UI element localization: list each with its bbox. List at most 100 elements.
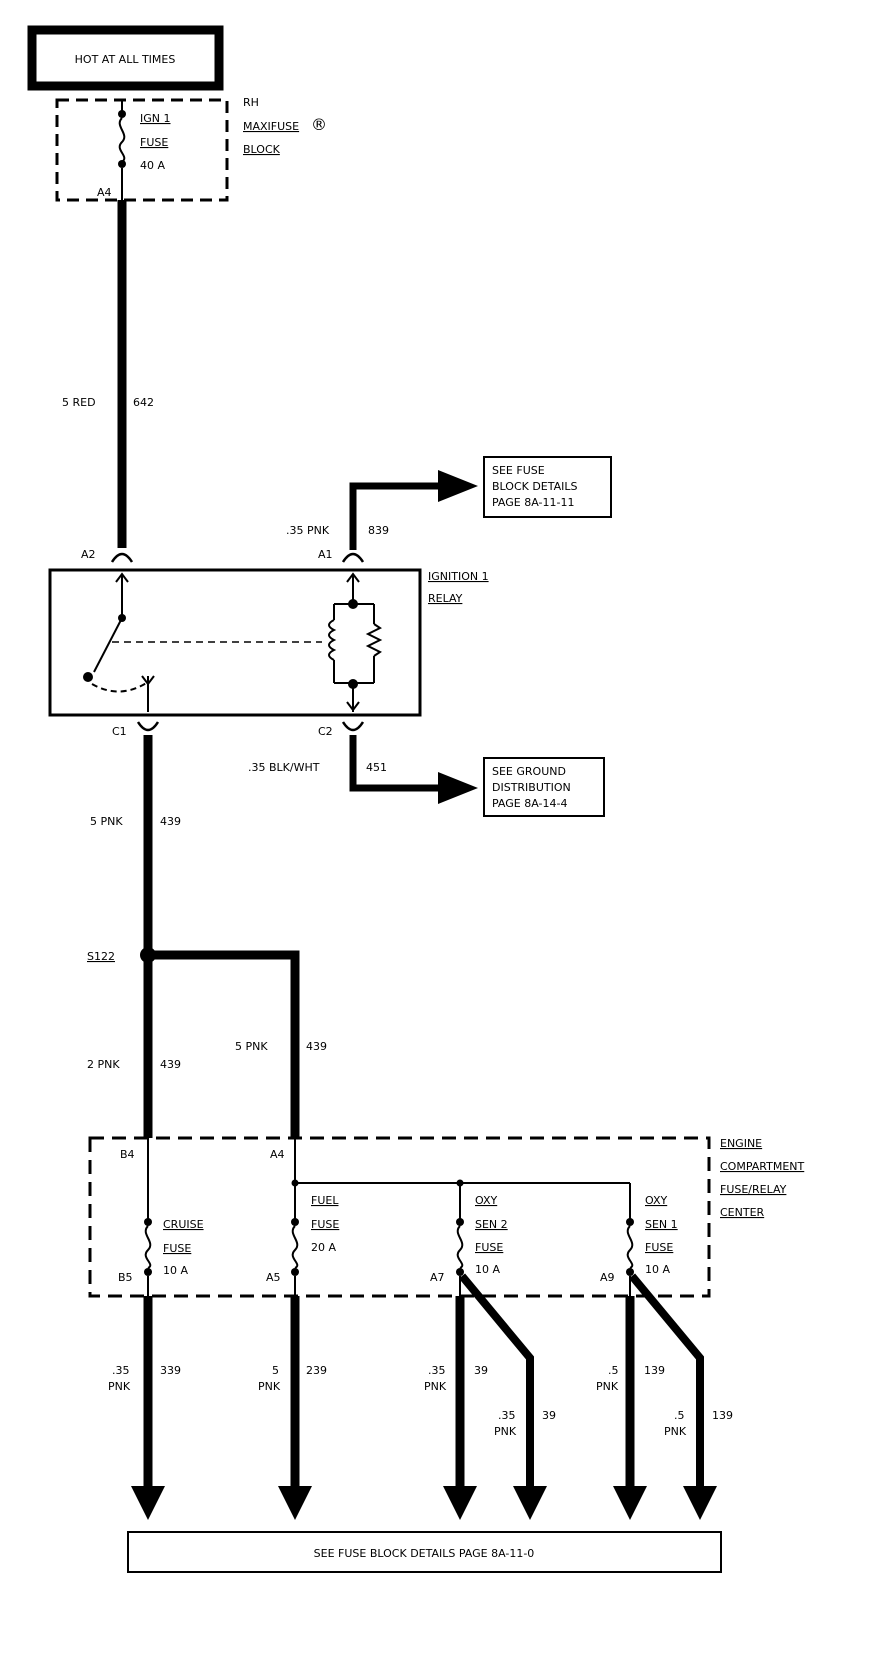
wire-642-circuit: 642 bbox=[133, 396, 154, 409]
relay-pin-c1: C1 bbox=[112, 725, 127, 738]
switch-travel bbox=[91, 681, 149, 693]
wire-439-left-circuit: 439 bbox=[160, 1058, 181, 1071]
fuel-fuse-name-2: FUSE bbox=[311, 1218, 339, 1231]
center-label-4: CENTER bbox=[720, 1206, 765, 1219]
ign1-fuse-name-2: FUSE bbox=[140, 136, 168, 149]
wire-642-gauge: 5 RED bbox=[62, 396, 96, 409]
connector-a2 bbox=[110, 552, 134, 563]
oxy-sen-1-fuse bbox=[626, 1218, 634, 1296]
relay-coil bbox=[328, 619, 337, 661]
ref-fuse-block-bottom bbox=[127, 1531, 722, 1573]
maxifuse-node-top bbox=[118, 110, 126, 118]
wire-139-b-circuit: 139 bbox=[712, 1409, 733, 1422]
oxy2-fuse-name-2: SEN 2 bbox=[475, 1218, 508, 1231]
wire-839-circuit: 839 bbox=[368, 524, 389, 537]
coil-arrow-up bbox=[346, 572, 360, 583]
wire-39-b-gauge-2: PNK bbox=[494, 1425, 517, 1438]
wire-439-top-circuit: 439 bbox=[160, 815, 181, 828]
engine-fuse-relay-center-outline bbox=[88, 1136, 711, 1298]
wire-239-circuit: 239 bbox=[306, 1364, 327, 1377]
ref-fuse-block-bottom-label: SEE FUSE BLOCK DETAILS PAGE 8A-11-0 bbox=[314, 1547, 535, 1560]
ref-ground-line-2: DISTRIBUTION bbox=[492, 781, 571, 794]
center-pin-b5: B5 bbox=[118, 1271, 133, 1284]
wire-139-b bbox=[628, 1273, 704, 1488]
switch-arm bbox=[93, 617, 123, 673]
connector-c1 bbox=[136, 721, 160, 732]
fuel-fuse-name-1: FUEL bbox=[311, 1194, 339, 1207]
switch-arrow-up bbox=[115, 572, 129, 583]
connector-c2 bbox=[341, 721, 365, 732]
center-label-3: FUSE/RELAY bbox=[720, 1183, 787, 1196]
coil-resistor bbox=[365, 623, 383, 657]
wire-451 bbox=[349, 735, 440, 792]
wire-139-a-gauge-1: .5 bbox=[608, 1364, 619, 1377]
splice-label: S122 bbox=[87, 950, 115, 963]
wire-239-gauge-1: 5 bbox=[272, 1364, 279, 1377]
oxy2-fuse-rating: 10 A bbox=[475, 1263, 500, 1276]
oxy-sen-2-fuse bbox=[456, 1218, 464, 1296]
wire-839-gauge: .35 PNK bbox=[286, 524, 330, 537]
oxy1-fuse-name-3: FUSE bbox=[645, 1241, 673, 1254]
ref-fuse-block-top-line-1: SEE FUSE bbox=[492, 464, 545, 477]
wire-39-a-gauge-2: PNK bbox=[424, 1380, 447, 1393]
wire-39-a-circuit: 39 bbox=[474, 1364, 488, 1377]
wire-339-gauge-2: PNK bbox=[108, 1380, 131, 1393]
wire-439-left-gauge: 2 PNK bbox=[87, 1058, 120, 1071]
cruise-fuse-rating: 10 A bbox=[163, 1264, 188, 1277]
relay-pin-c2: C2 bbox=[318, 725, 333, 738]
coil-arrow-down bbox=[346, 701, 360, 712]
relay-label-1: IGNITION 1 bbox=[428, 570, 489, 583]
fuel-fuse bbox=[291, 1218, 299, 1296]
wire-39-a-arrow bbox=[443, 1486, 477, 1520]
oxy1-fuse-name-1: OXY bbox=[645, 1194, 667, 1207]
wire-139-b-gauge-1: .5 bbox=[674, 1409, 685, 1422]
wire-39-b-gauge-1: .35 bbox=[498, 1409, 516, 1422]
wire-39-b-arrow bbox=[513, 1486, 547, 1520]
oxy1-fuse-rating: 10 A bbox=[645, 1263, 670, 1276]
wire-451-circuit: 451 bbox=[366, 761, 387, 774]
wire-139-a-gauge-2: PNK bbox=[596, 1380, 619, 1393]
wire-39-b bbox=[458, 1273, 534, 1488]
ref-ground-distribution bbox=[483, 757, 605, 817]
center-label-2: COMPARTMENT bbox=[720, 1160, 805, 1173]
fuel-fuse-rating: 20 A bbox=[311, 1241, 336, 1254]
ref-ground-line-3: PAGE 8A-14-4 bbox=[492, 797, 567, 810]
wire-339-circuit: 339 bbox=[160, 1364, 181, 1377]
wire-839-arrow bbox=[438, 470, 478, 502]
maxifuse-block-label-1: RH bbox=[243, 96, 259, 109]
wire-839 bbox=[349, 482, 440, 550]
maxifuse-node-bottom bbox=[118, 160, 126, 168]
relay-label-2: RELAY bbox=[428, 592, 463, 605]
wire-139-b-arrow bbox=[683, 1486, 717, 1520]
oxy1-fuse-name-2: SEN 1 bbox=[645, 1218, 678, 1231]
ref-fuse-block-top-line-3: PAGE 8A-11-11 bbox=[492, 496, 574, 509]
oxy2-fuse-name-3: FUSE bbox=[475, 1241, 503, 1254]
wire-39-a-gauge-1: .35 bbox=[428, 1364, 446, 1377]
oxy2-fuse-name-1: OXY bbox=[475, 1194, 497, 1207]
relay-pin-a2: A2 bbox=[81, 548, 96, 561]
maxifuse-pin-a4: A4 bbox=[97, 186, 112, 199]
maxifuse-block-label-3: BLOCK bbox=[243, 143, 281, 156]
switch-contact bbox=[83, 672, 93, 682]
maxifuse-block-outline bbox=[55, 98, 229, 202]
hot-at-all-times-box bbox=[27, 25, 224, 91]
wire-339-gauge-1: .35 bbox=[112, 1364, 130, 1377]
registered-mark: ® bbox=[311, 115, 327, 134]
wire-451-arrow bbox=[438, 772, 478, 804]
switch-arrow-down bbox=[141, 675, 155, 686]
wire-139-a-arrow bbox=[613, 1486, 647, 1520]
wire-439-top-gauge: 5 PNK bbox=[90, 815, 123, 828]
ref-fuse-block-top-line-2: BLOCK DETAILS bbox=[492, 480, 578, 493]
connector-a1 bbox=[341, 552, 365, 563]
center-pin-a4: A4 bbox=[270, 1148, 285, 1161]
ign1-fuse-name: IGN 1 bbox=[140, 112, 171, 125]
wire-439-branch bbox=[148, 950, 300, 1138]
center-pin-a5: A5 bbox=[266, 1271, 281, 1284]
wire-239-arrow bbox=[278, 1486, 312, 1520]
cruise-fuse-name-1: CRUISE bbox=[163, 1218, 204, 1231]
cruise-fuse bbox=[144, 1218, 152, 1296]
wire-239-gauge-2: PNK bbox=[258, 1380, 281, 1393]
cruise-fuse-name-2: FUSE bbox=[163, 1242, 191, 1255]
ign1-fuse-symbol bbox=[118, 117, 126, 163]
